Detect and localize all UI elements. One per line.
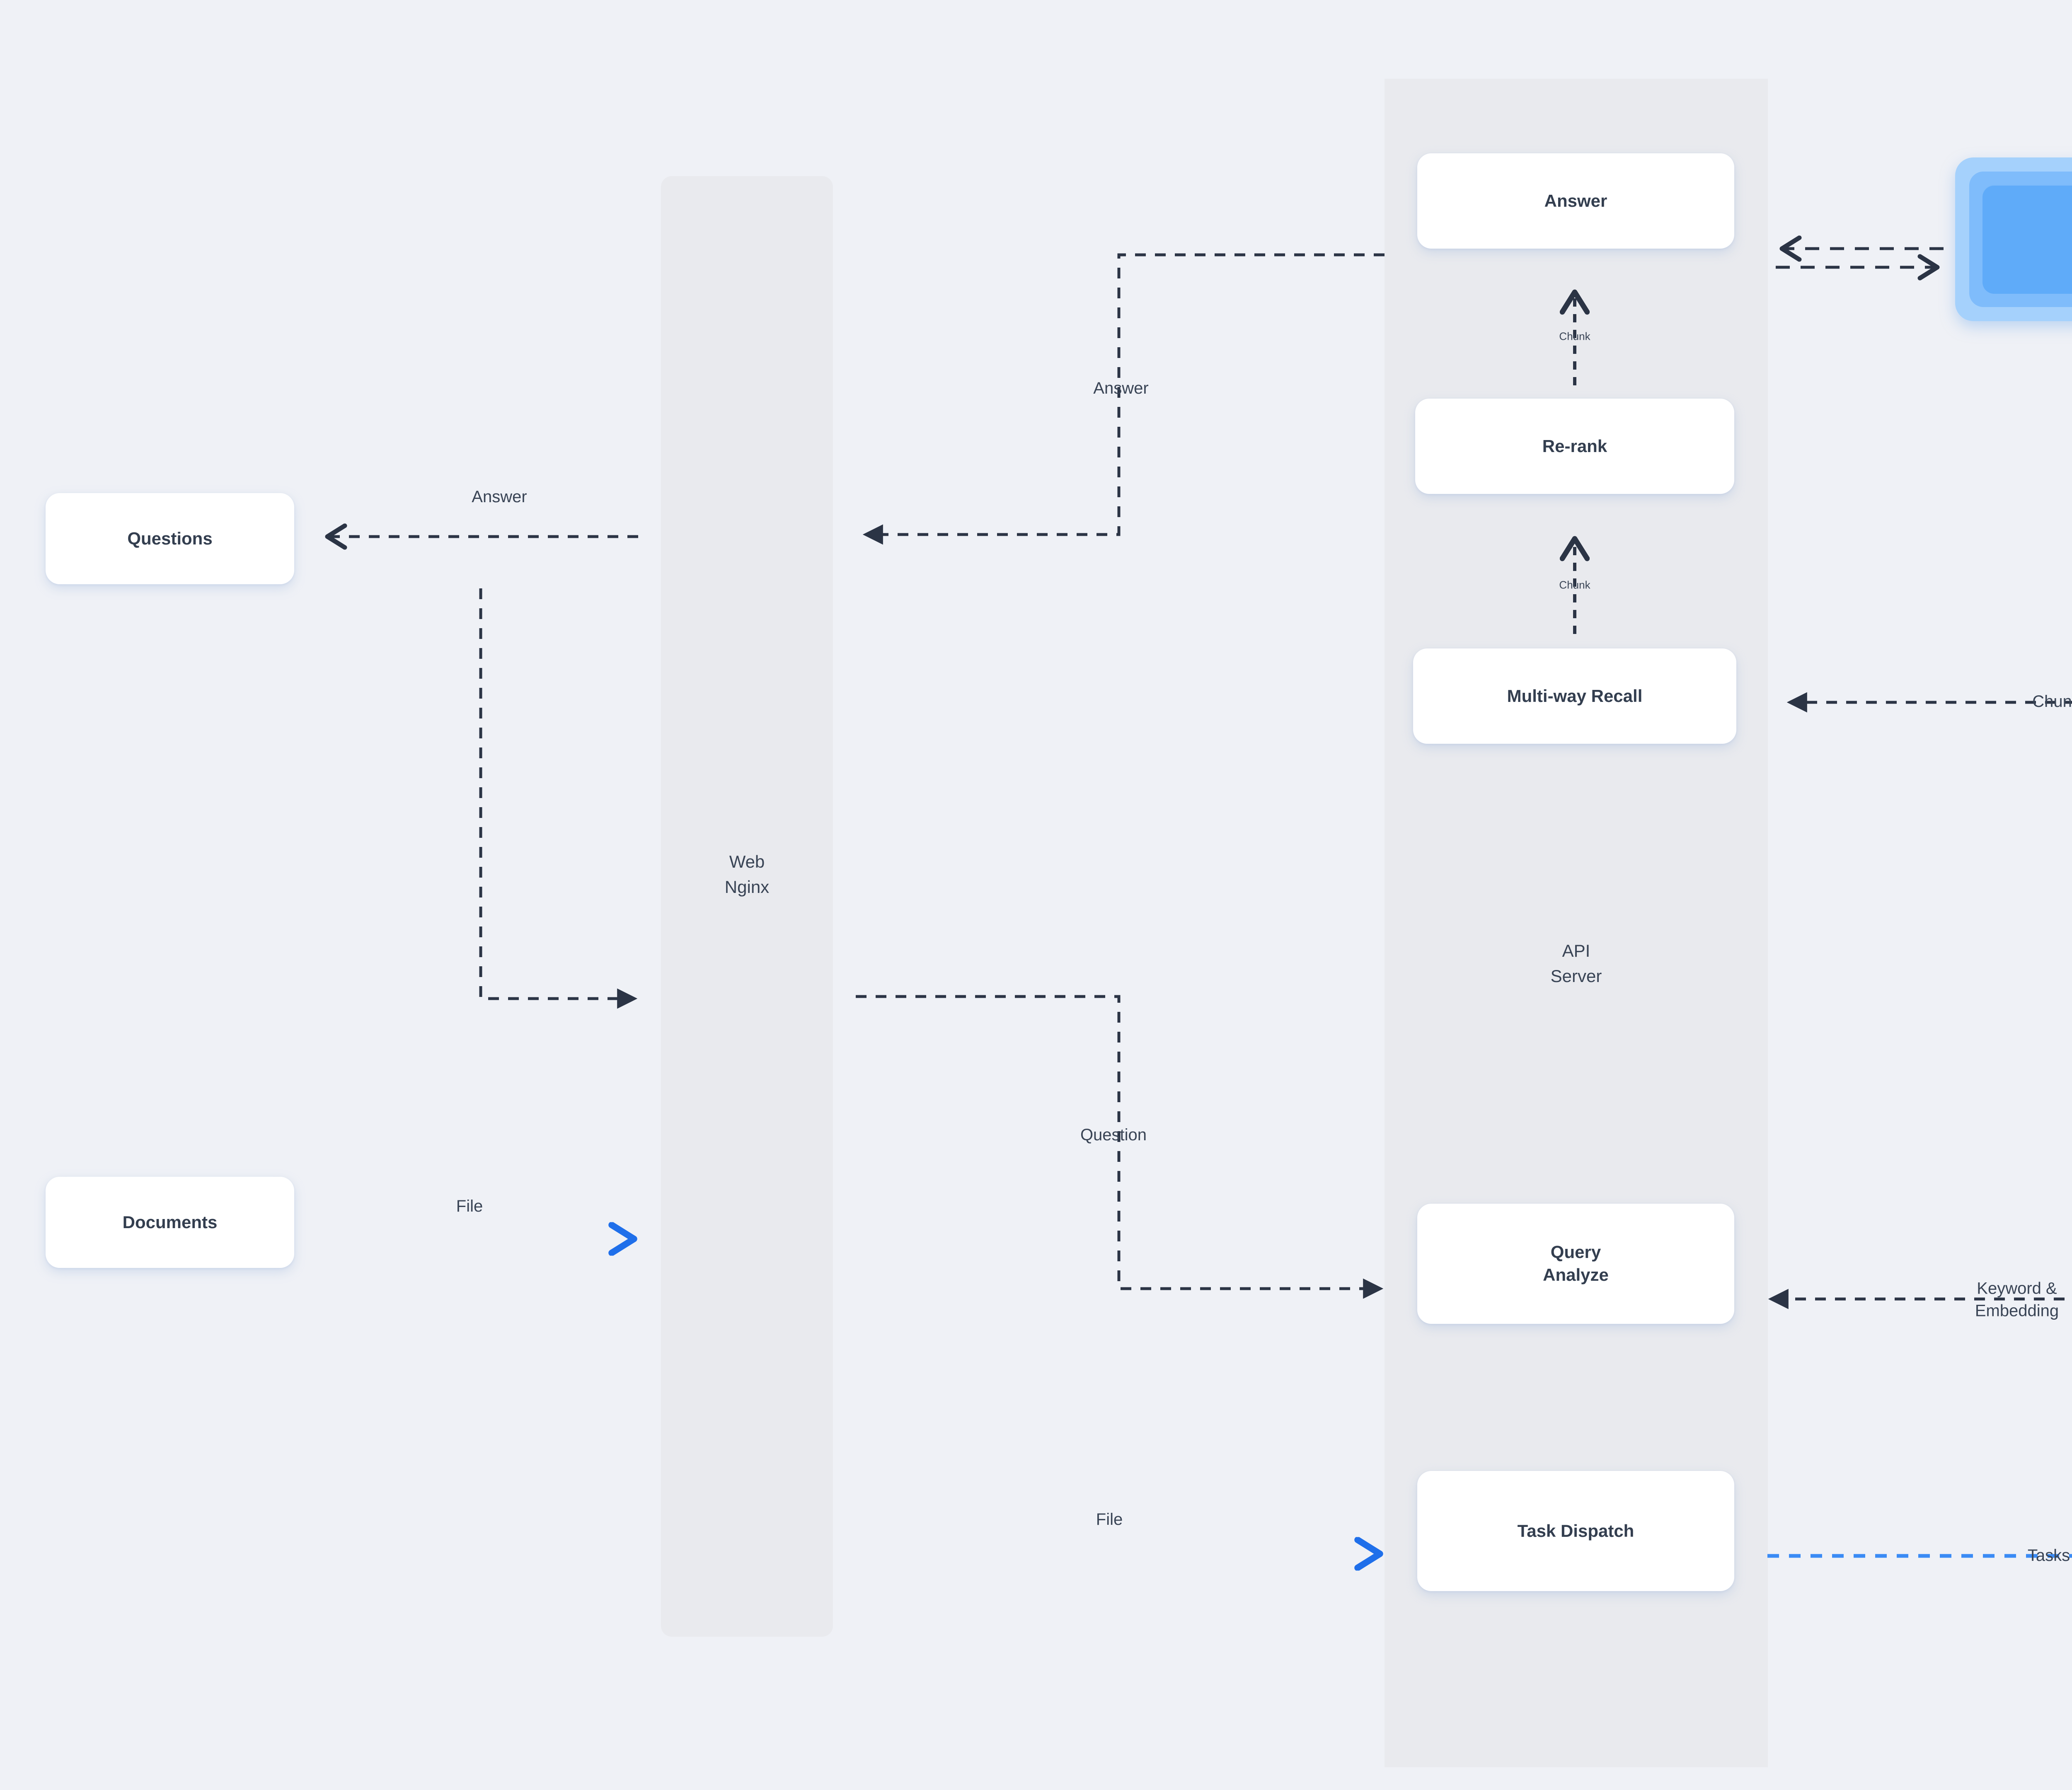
edge-keyword-embedding — [1768, 1289, 2072, 1309]
llms-mid-frame: LLMs — [1969, 172, 2072, 307]
group-label-api-server: API Server — [1385, 939, 1768, 989]
edge-question-to-nginx — [479, 588, 638, 1009]
node-questions[interactable]: Questions — [46, 493, 294, 584]
edge-label-tasks: Tasks — [2027, 1546, 2070, 1565]
edge-label-file-nginx: File — [1096, 1510, 1123, 1529]
edge-label-answer-nginx: Answer — [1093, 379, 1149, 398]
node-query-analyze[interactable]: Query Analyze — [1417, 1204, 1734, 1324]
api-server-title: API Server — [1550, 941, 1602, 986]
node-documents[interactable]: Documents — [46, 1177, 294, 1268]
node-answer[interactable]: Answer — [1417, 153, 1734, 249]
node-multi-way-recall[interactable]: Multi-way Recall — [1413, 648, 1736, 744]
node-rerank[interactable]: Re-rank — [1415, 399, 1734, 494]
edge-label-answer-to-questions: Answer — [472, 488, 527, 506]
edge-chunk-db-to-recall — [1786, 692, 2072, 713]
edge-label-chunk-db-recall: Chunk — [2032, 692, 2072, 711]
llms-inner-frame: LLMs — [1982, 185, 2072, 294]
node-task-dispatch[interactable]: Task Dispatch — [1417, 1471, 1734, 1591]
edge-label-keyword-embedding: Keyword & Embedding — [1975, 1279, 2059, 1320]
group-panel-web-nginx — [661, 176, 833, 1637]
edge-label-file-documents: File — [456, 1197, 483, 1216]
group-label-web-nginx: Web Nginx — [661, 849, 833, 900]
edge-label-chunk-answer-rerank: Chunk — [1559, 330, 1590, 343]
node-llms[interactable]: LLMs — [1955, 157, 2072, 321]
edge-tasks-dispatch-to-db — [1767, 1554, 2072, 1558]
edge-label-chunk-rerank-recall: Chunk — [1559, 578, 1590, 591]
web-nginx-title: Web Nginx — [724, 852, 770, 897]
edge-label-question-nginx: Question — [1080, 1126, 1147, 1144]
